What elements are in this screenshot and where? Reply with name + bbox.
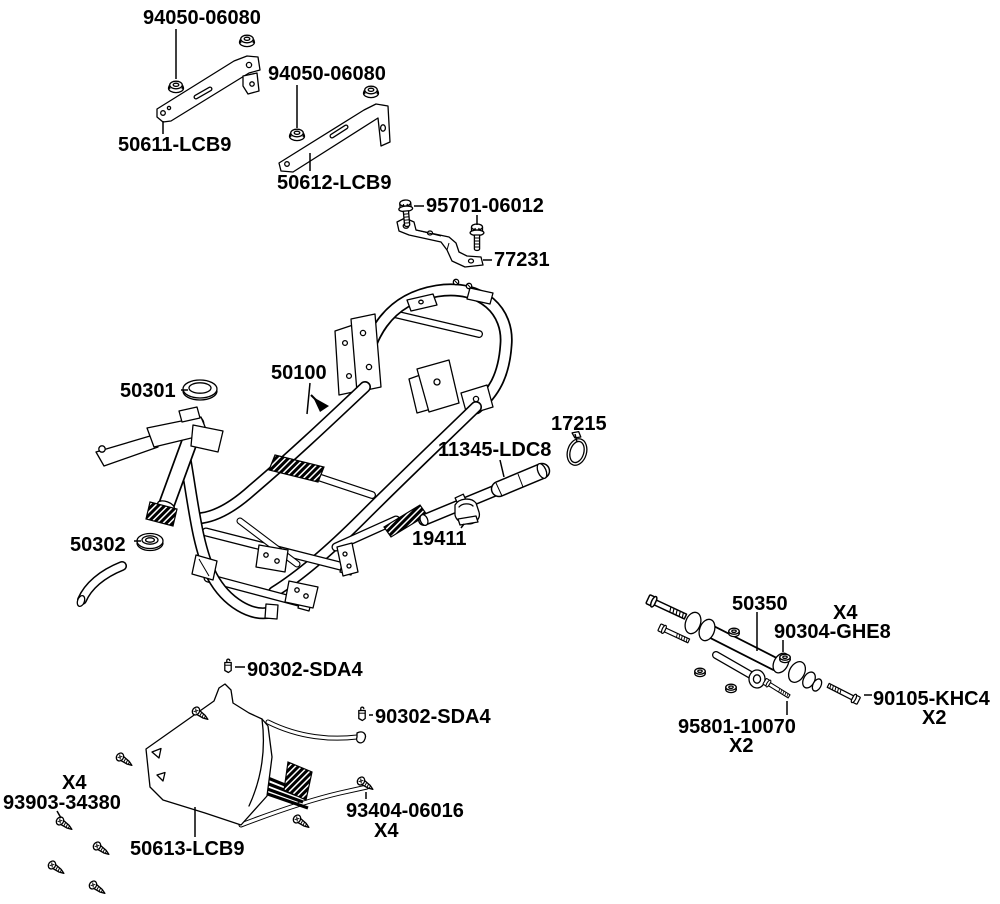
nut-90304-drawing	[725, 683, 737, 694]
label-under-cover: 50613-LCB9	[130, 838, 245, 860]
label-bracket-right: 50612-LCB9	[277, 172, 392, 194]
label-engine-hanger: 50350	[732, 593, 788, 615]
label-clip-lower: 90302-SDA4	[375, 706, 492, 728]
clip-90302-drawing	[358, 706, 366, 722]
label-clip-upper: 90302-SDA4	[247, 659, 364, 681]
label-flange-bolt: 95701-06012	[426, 195, 544, 217]
label-pipe-clamp: 19411	[412, 528, 467, 550]
label-pipe-comp: 11345-LDC8	[438, 439, 551, 461]
label-hanger-pin-bolt: 95801-10070	[678, 716, 796, 738]
label-hanger-pin-bolt-qty: X2	[729, 735, 753, 757]
label-hanger-bolt-qty: X2	[922, 707, 946, 729]
nut-90304-drawing	[728, 627, 740, 638]
bracket-50612-drawing	[278, 103, 391, 173]
cover-50613-drawing	[145, 683, 370, 828]
label-race-lower: 50302	[70, 534, 126, 556]
label-nut-upper-right: 94050-06080	[268, 63, 386, 85]
label-tapping-screw: 93903-34380	[3, 792, 121, 814]
label-washer-screw-qty: X4	[374, 820, 399, 842]
screw-93903-drawing	[87, 878, 108, 898]
bolt-95801-drawing	[762, 677, 792, 701]
band-17215-drawing	[566, 431, 588, 466]
label-hanger-bolt: 90105-KHC4	[873, 688, 991, 710]
hanger-50350-drawing	[684, 611, 823, 692]
label-nut-upper-left: 94050-06080	[143, 7, 261, 29]
hanger-long-bolt-drawing	[644, 593, 689, 623]
screw-93404-drawing	[291, 812, 312, 832]
nut-90304-drawing	[779, 653, 791, 664]
clamp-19411-drawing	[454, 493, 481, 526]
screw-93903-drawing	[54, 814, 75, 834]
flange-nut-drawing	[288, 128, 306, 142]
clip-90302-drawing	[224, 658, 232, 674]
label-stay: 77231	[494, 249, 550, 271]
label-washer-screw: 93404-06016	[346, 800, 464, 822]
pipe-11345-drawing	[418, 462, 551, 526]
bracket-50611-drawing	[156, 55, 261, 123]
label-hanger-nut-qty: X4	[833, 602, 858, 624]
label-hanger-nut: 90304-GHE8	[774, 621, 891, 643]
screw-93903-drawing	[46, 858, 67, 878]
label-bracket-left: 50611-LCB9	[118, 134, 231, 156]
flange-nut-drawing	[167, 80, 185, 94]
bolt-90105-drawing	[825, 680, 862, 706]
flange-nut-drawing	[362, 85, 380, 99]
flange-nut-drawing	[238, 34, 256, 48]
label-tapping-screw-qty: X4	[62, 772, 87, 794]
label-frame-body: 50100	[271, 362, 327, 384]
nut-90304-drawing	[694, 667, 706, 678]
leader-lines	[56, 29, 872, 837]
race-50302-drawing	[136, 532, 164, 552]
race-50301-drawing	[182, 379, 218, 401]
label-race-upper: 50301	[120, 380, 176, 402]
bolt-95701-drawing	[469, 223, 485, 252]
screw-93903-drawing	[114, 750, 135, 770]
screw-93903-drawing	[91, 839, 112, 859]
label-band: 17215	[551, 413, 607, 435]
frame-50100-drawing	[76, 278, 513, 620]
